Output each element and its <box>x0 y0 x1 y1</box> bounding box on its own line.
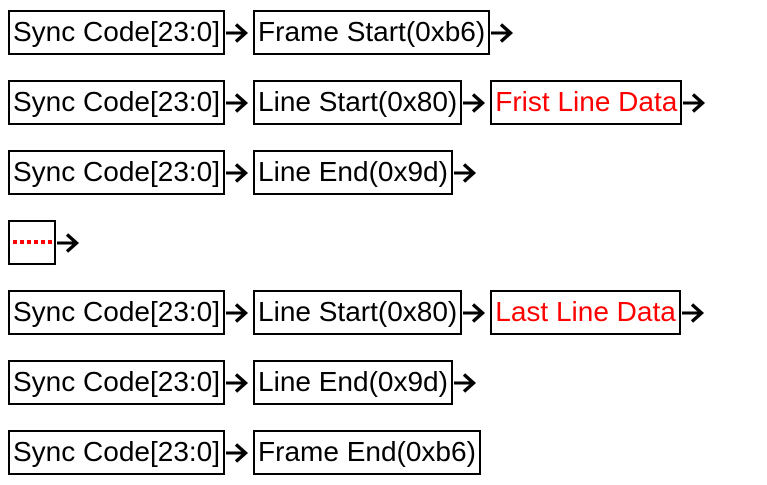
arrow-right-icon <box>57 232 80 253</box>
ellipsis-dot <box>26 239 31 244</box>
box-label: Sync Code[23:0] <box>13 155 221 187</box>
arrow-right-icon <box>463 92 486 113</box>
arrow-right-icon <box>226 92 249 113</box>
line-end-row-2: Sync Code[23:0] Line End(0x9d) <box>8 360 767 405</box>
line-end-box: Line End(0x9d) <box>253 360 453 405</box>
box-label: Frame End(0xb6) <box>258 435 476 467</box>
arrow-right-icon <box>453 162 476 183</box>
sync-code-box: Sync Code[23:0] <box>8 290 226 335</box>
ellipsis-row <box>8 220 767 265</box>
box-label: Line Start(0x80) <box>258 85 458 117</box>
arrow-right-icon <box>226 442 249 463</box>
sync-code-box: Sync Code[23:0] <box>8 150 226 195</box>
box-label: Sync Code[23:0] <box>13 295 221 327</box>
frame-start-box: Frame Start(0xb6) <box>253 10 491 55</box>
box-label: Last Line Data <box>495 295 676 327</box>
sync-code-box: Sync Code[23:0] <box>8 10 226 55</box>
line-start-box: Line Start(0x80) <box>253 80 463 125</box>
last-line-row: Sync Code[23:0] Line Start(0x80) Last Line… <box>8 290 767 335</box>
box-label: Sync Code[23:0] <box>13 85 221 117</box>
ellipsis-dot <box>12 239 17 244</box>
sync-code-box: Sync Code[23:0] <box>8 430 226 475</box>
first-line-row: Sync Code[23:0] Line Start(0x80) Frist Lin… <box>8 80 767 125</box>
box-label: Line Start(0x80) <box>258 295 458 327</box>
box-label: Line End(0x9d) <box>258 365 448 397</box>
first-line-data-box: Frist Line Data <box>490 80 683 125</box>
line-end-box: Line End(0x9d) <box>253 150 453 195</box>
box-label: Sync Code[23:0] <box>13 365 221 397</box>
ellipsis-dot <box>19 239 24 244</box>
frame-end-row: Sync Code[23:0] Frame End(0xb6) <box>8 430 767 475</box>
line-start-box: Line Start(0x80) <box>253 290 463 335</box>
arrow-right-icon <box>226 302 249 323</box>
ellipsis-dot <box>40 239 45 244</box>
line-end-row-1: Sync Code[23:0] Line End(0x9d) <box>8 150 767 195</box>
box-label: Frist Line Data <box>495 85 678 117</box>
sync-code-box: Sync Code[23:0] <box>8 80 226 125</box>
arrow-right-icon <box>226 22 249 43</box>
box-label: Line End(0x9d) <box>258 155 448 187</box>
frame-start-row: Sync Code[23:0] Frame Start(0xb6) <box>8 10 767 55</box>
arrow-right-icon <box>226 372 249 393</box>
frame-end-box: Frame End(0xb6) <box>253 430 481 475</box>
arrow-right-icon <box>681 302 704 323</box>
arrow-right-icon <box>453 372 476 393</box>
last-line-data-box: Last Line Data <box>490 290 681 335</box>
box-label: Sync Code[23:0] <box>13 15 221 47</box>
sync-code-box: Sync Code[23:0] <box>8 360 226 405</box>
box-label: Frame Start(0xb6) <box>258 15 486 47</box>
box-label: Sync Code[23:0] <box>13 435 221 467</box>
arrow-right-icon <box>683 92 706 113</box>
arrow-right-icon <box>226 162 249 183</box>
ellipsis-dot <box>33 239 38 244</box>
ellipsis-box <box>8 220 56 265</box>
arrow-right-icon <box>491 22 514 43</box>
arrow-right-icon <box>463 302 486 323</box>
ellipsis-dot <box>47 239 52 244</box>
